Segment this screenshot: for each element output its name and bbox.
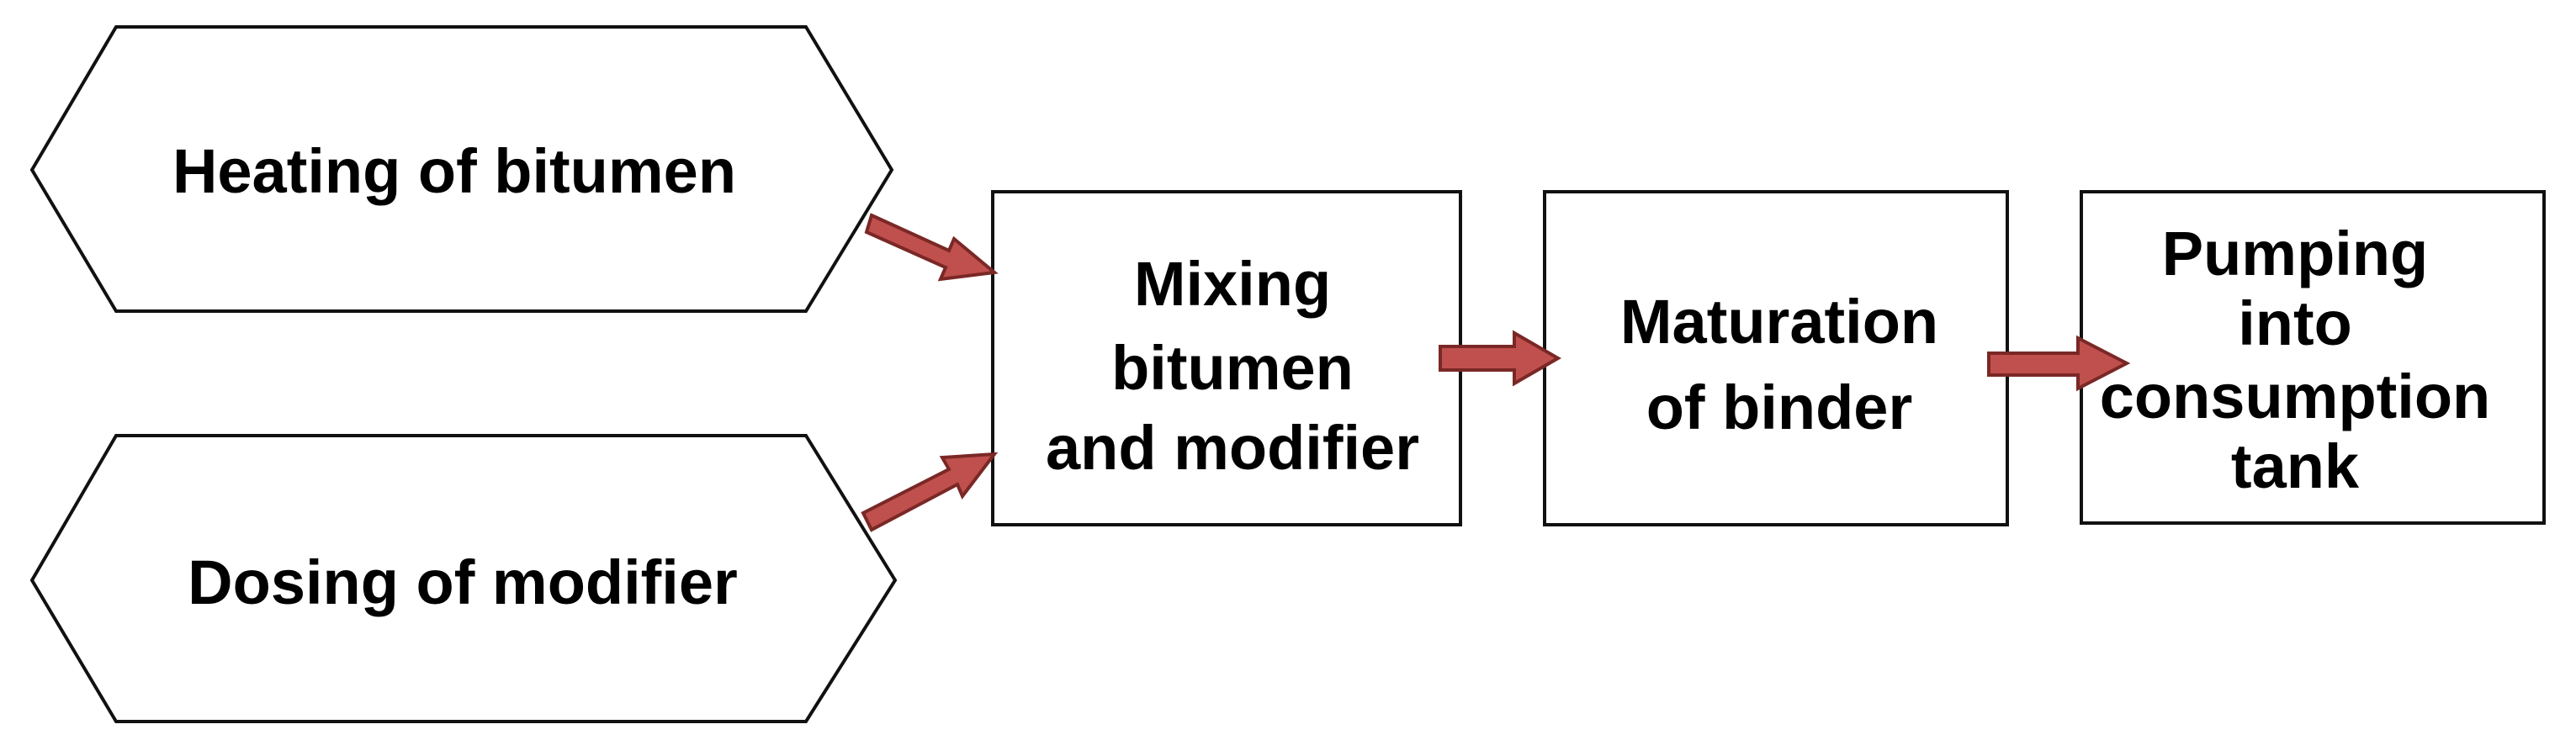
arrow-dosing-to-mixing <box>861 452 999 532</box>
heating-label: Heating of bitumen <box>172 136 736 206</box>
heating-node: Heating of bitumen <box>29 25 894 313</box>
pumping-label-line-3: consumption <box>2100 362 2491 431</box>
arrow-heating-to-mixing <box>864 213 999 282</box>
dosing-label: Dosing of modifier <box>188 547 738 617</box>
mixing-label-line-2: bitumen <box>1111 333 1354 403</box>
pumping-label-line-1: Pumping <box>2162 219 2429 288</box>
maturation-node: Maturation of binder <box>1543 190 2009 526</box>
dosing-hexagon <box>29 434 898 723</box>
mixing-box <box>991 190 1462 526</box>
arrow-mixing-to-maturation <box>1439 330 1562 387</box>
mixing-node: Mixing bitumen and modifier <box>991 190 1462 526</box>
arrows <box>861 213 2131 532</box>
maturation-label-line-1: Maturation <box>1620 287 1938 357</box>
heating-hexagon <box>29 25 894 313</box>
dosing-node: Dosing of modifier <box>29 434 898 723</box>
pumping-box <box>2080 190 2546 525</box>
pumping-label-line-2: into <box>2238 288 2352 358</box>
mixing-label-line-1: Mixing <box>1134 249 1331 319</box>
arrow-maturation-to-pumping <box>1987 335 2131 392</box>
pumping-node: Pumping into consumption tank <box>2080 190 2546 525</box>
maturation-box <box>1543 190 2009 526</box>
maturation-label-line-2: of binder <box>1646 373 1913 442</box>
pumping-label-line-4: tank <box>2231 431 2360 501</box>
mixing-label-line-3: and modifier <box>1046 413 1419 483</box>
